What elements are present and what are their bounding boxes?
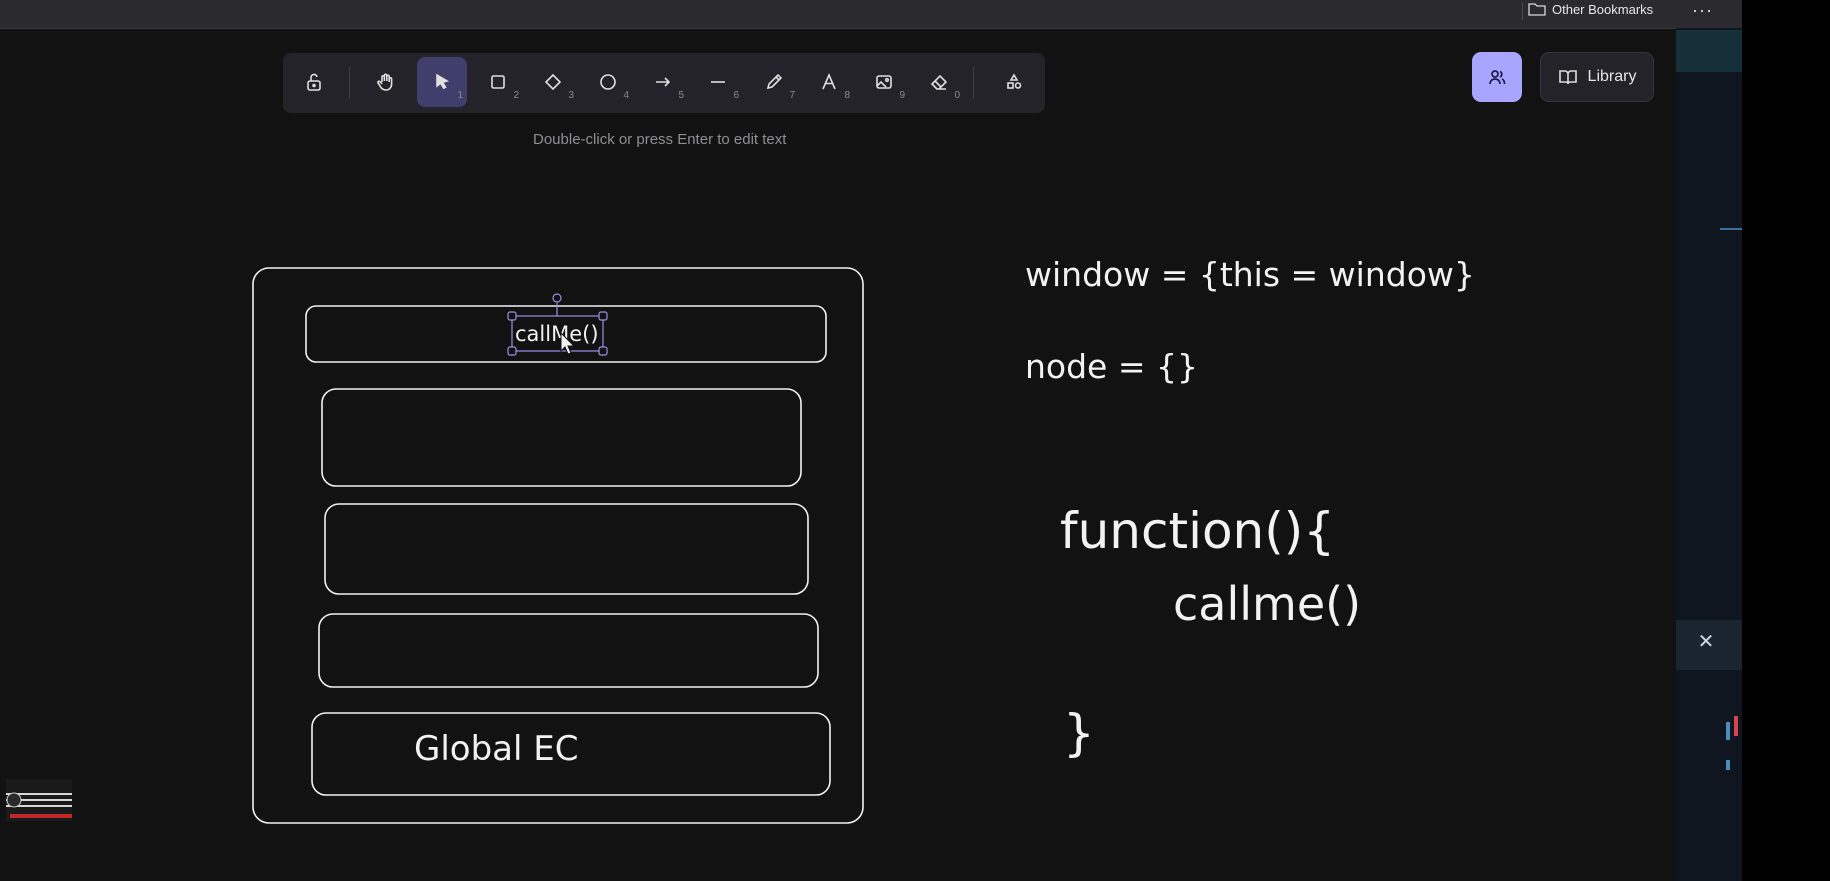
pencil-icon [766,73,783,90]
arrow-icon [656,77,671,87]
book-icon [1558,70,1577,85]
stack-top-label[interactable]: callMe() [515,322,599,346]
more-shapes-tool[interactable] [989,57,1039,107]
shortcut-label: 8 [844,90,850,101]
shortcut-label: 7 [789,90,795,101]
lock-tool[interactable] [289,57,339,107]
diamond-icon [544,73,562,91]
indicator-mark [1726,760,1730,770]
stack-slot-global[interactable] [311,712,831,796]
arrow-tool[interactable]: 5 [638,57,688,107]
indicator-mark [1726,722,1730,740]
diamond-tool[interactable]: 3 [528,57,578,107]
collaborate-button[interactable] [1472,52,1522,102]
shortcut-label: 2 [513,90,519,101]
users-icon [1489,70,1506,85]
bookmark-folder-label: Other Bookmarks [1552,1,1654,17]
image-tool[interactable]: 9 [859,57,909,107]
shortcut-label: 6 [733,90,739,101]
close-icon[interactable]: ✕ [1697,631,1715,653]
lock-icon [307,73,321,91]
shapes-toolbar: 1 2 3 4 5 6 7 8 9 0 [283,53,1045,113]
rectangle-tool[interactable]: 2 [473,57,523,107]
shortcut-label: 4 [623,90,629,101]
note-window[interactable]: window = {this = window} [1025,255,1475,294]
image-icon [876,75,892,89]
stack-slot-top[interactable] [305,305,827,363]
bookmarks-bar [0,0,1676,29]
shapes-icon [1007,73,1022,89]
screen-edge [1742,0,1830,881]
hand-tool[interactable] [361,57,411,107]
shortcut-label: 5 [678,90,684,101]
shortcut-label: 9 [899,90,905,101]
stack-slot[interactable] [324,503,809,595]
note-node[interactable]: node = {} [1025,347,1198,386]
ellipse-tool[interactable]: 4 [583,57,633,107]
camera-overlay [6,779,72,821]
stack-slot[interactable] [321,388,802,487]
bookmark-separator [1522,2,1523,20]
bookmark-folder-other[interactable]: Other Bookmarks [1528,0,1653,18]
rectangle-icon [491,75,505,89]
edit-hint: Double-click or press Enter to edit text [533,131,787,148]
note-function-close[interactable]: } [1063,704,1095,762]
eraser-tool[interactable]: 0 [914,57,964,107]
mouse-cursor-icon [560,331,576,355]
call-stack-frame[interactable] [252,267,864,824]
draw-tool[interactable]: 7 [749,57,799,107]
text-icon [822,72,836,90]
selection-tool[interactable]: 1 [417,57,467,107]
pointer-icon [436,73,450,90]
library-button[interactable]: Library [1540,52,1654,102]
side-panel [1676,0,1742,881]
shortcut-label: 0 [954,90,960,101]
circle-icon [600,74,616,90]
indicator-mark [1734,716,1738,736]
hand-icon [377,73,393,91]
eraser-icon [930,74,948,90]
folder-icon [1528,3,1546,16]
library-label: Library [1587,68,1637,85]
selection-box[interactable] [507,293,608,356]
shortcut-label: 3 [568,90,574,101]
text-tool[interactable]: 8 [804,57,854,107]
line-tool[interactable]: 6 [693,57,743,107]
line-icon [711,81,725,83]
shortcut-label: 1 [457,90,463,101]
stack-slot[interactable] [318,613,819,688]
more-menu-icon[interactable]: ··· [1692,0,1713,20]
note-function-open[interactable]: function(){ [1060,502,1335,560]
stack-bottom-label[interactable]: Global EC [414,729,579,769]
note-function-body[interactable]: callme() [1173,577,1361,631]
